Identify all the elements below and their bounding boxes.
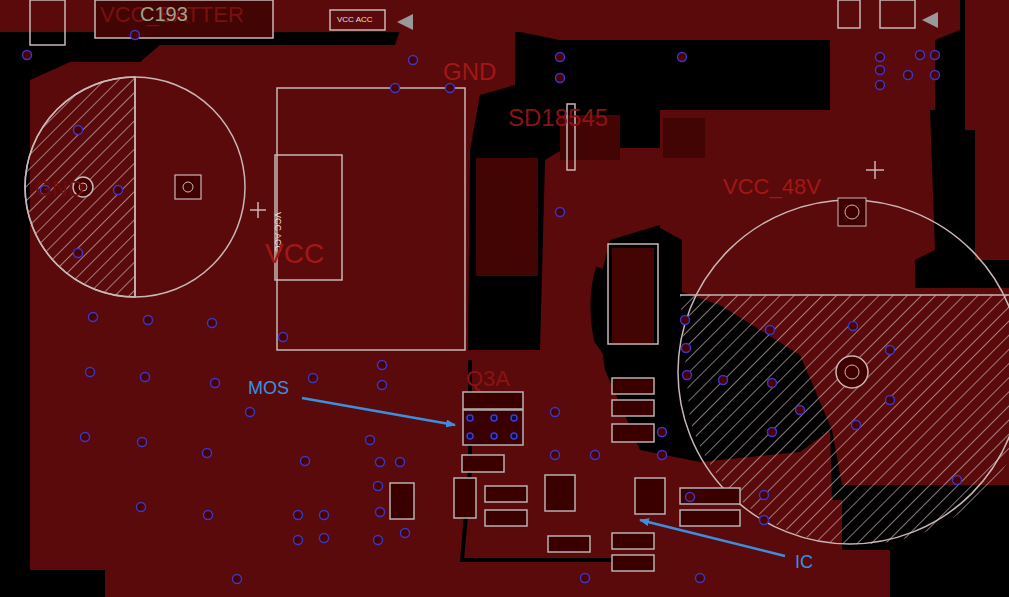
via [23, 31, 962, 584]
net-label: GND [35, 178, 84, 200]
net-label: GND [443, 60, 496, 84]
callout-label: IC [795, 553, 813, 571]
net-label: VCC ACC [337, 16, 373, 24]
net-label: VCC [265, 240, 324, 268]
part-name: Q3A [466, 368, 510, 390]
part-name: C193 [140, 4, 188, 24]
net-label: VCC_48V [723, 176, 821, 198]
silkscreen [25, 0, 1009, 544]
callout-arrow [302, 398, 455, 425]
callout-arrow [640, 520, 785, 556]
callout-label: MOS [248, 379, 289, 397]
part-name: SD18545 [508, 106, 608, 130]
